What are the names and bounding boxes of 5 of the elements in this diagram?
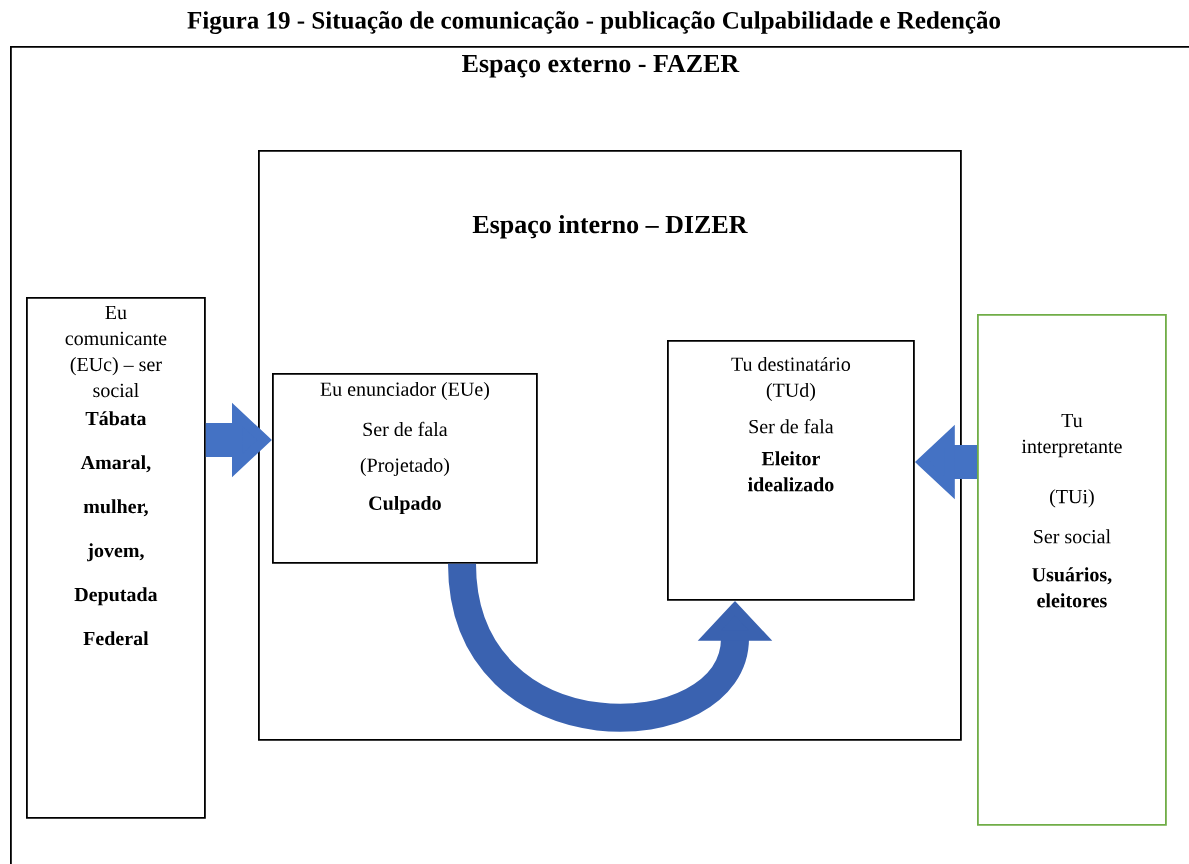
text-box: Tu destinatário (TUd) Ser de fala Eleitor idealizado [667, 340, 915, 601]
text-box: Eu comunicante (EUc) – ser social Tábata Amaral, mulher, jovem, Deputada Federal [26, 297, 206, 819]
text-box: Eu enunciador (EUe) Ser de fala (Projetado) Culpado [272, 373, 538, 564]
figure-title: Figura 19 - Situação de comunicação - publicação Culpabilidade e Redenção [187, 11, 1000, 34]
text-box: Tu interpretante (TUi) Ser social Usuários, eleitores [977, 314, 1167, 826]
